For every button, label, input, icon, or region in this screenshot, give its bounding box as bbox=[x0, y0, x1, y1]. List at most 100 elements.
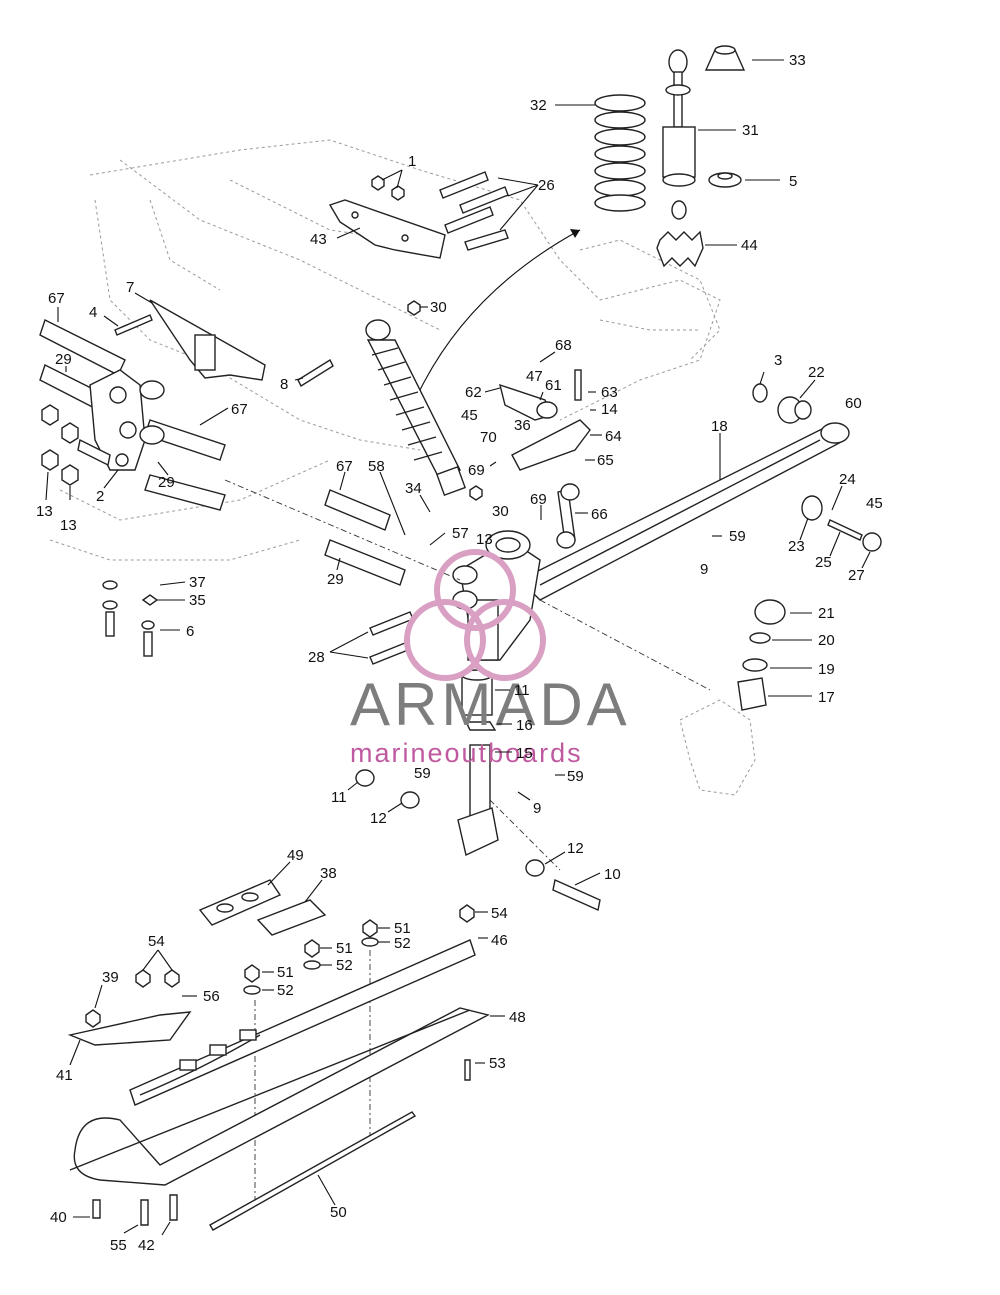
callout-4: 4 bbox=[89, 304, 97, 321]
callout-23: 23 bbox=[788, 538, 805, 555]
callout-13-c: 13 bbox=[476, 531, 493, 548]
callout-16: 16 bbox=[516, 717, 533, 734]
callout-65: 65 bbox=[597, 452, 614, 469]
callout-5: 5 bbox=[789, 173, 797, 190]
callout-59-right: 59 bbox=[567, 768, 584, 785]
callout-56: 56 bbox=[203, 988, 220, 1005]
callout-12-left: 12 bbox=[370, 810, 387, 827]
callout-67-left: 67 bbox=[48, 290, 65, 307]
callout-32: 32 bbox=[530, 97, 547, 114]
callout-46: 46 bbox=[491, 932, 508, 949]
callout-39: 39 bbox=[102, 969, 119, 986]
callout-11-upper: 11 bbox=[514, 682, 530, 699]
upper-bracket-43 bbox=[328, 199, 446, 259]
callout-54-left: 54 bbox=[148, 933, 165, 950]
callout-17: 17 bbox=[818, 689, 835, 706]
callout-26: 26 bbox=[538, 177, 555, 194]
callout-50: 50 bbox=[330, 1204, 347, 1221]
callout-67-lower: 67 bbox=[336, 458, 353, 475]
callout-9-upper: 9 bbox=[700, 561, 708, 578]
spring-seats bbox=[656, 45, 746, 268]
skid-plate-41 bbox=[67, 1011, 192, 1046]
callout-22: 22 bbox=[808, 364, 825, 381]
callout-42: 42 bbox=[138, 1237, 155, 1254]
ski-runner-50 bbox=[209, 1111, 417, 1231]
callout-40: 40 bbox=[50, 1209, 67, 1226]
callout-14: 14 bbox=[601, 401, 618, 418]
callout-44: 44 bbox=[741, 237, 758, 254]
callout-15: 15 bbox=[516, 745, 533, 762]
callout-43: 43 bbox=[310, 231, 327, 248]
callout-41: 41 bbox=[56, 1067, 73, 1084]
callout-10: 10 bbox=[604, 866, 621, 883]
callout-37: 37 bbox=[189, 574, 206, 591]
spindle-15 bbox=[457, 669, 499, 857]
callout-28: 28 bbox=[308, 649, 325, 666]
callout-35: 35 bbox=[189, 592, 206, 609]
callout-69-right: 69 bbox=[530, 491, 547, 508]
callout-13-a: 13 bbox=[36, 503, 53, 520]
callout-45-upper: 45 bbox=[461, 407, 478, 424]
callout-20: 20 bbox=[818, 632, 835, 649]
assembly-arrow bbox=[419, 229, 581, 391]
callout-9-lower: 9 bbox=[533, 800, 541, 817]
cap-parts bbox=[737, 599, 786, 711]
ski-body bbox=[69, 939, 490, 1186]
callout-11-lower: 11 bbox=[331, 789, 347, 806]
assembly-arrow-head bbox=[570, 229, 580, 238]
callout-33: 33 bbox=[789, 52, 806, 69]
callout-66: 66 bbox=[591, 506, 608, 523]
callout-8: 8 bbox=[280, 376, 288, 393]
ghost-ski-leg bbox=[679, 699, 756, 796]
callout-51-upper: 51 bbox=[394, 920, 411, 937]
callout-38: 38 bbox=[320, 865, 337, 882]
callout-27: 27 bbox=[848, 567, 865, 584]
callout-62: 62 bbox=[465, 384, 482, 401]
shock-bellows-assembly bbox=[365, 319, 466, 496]
callout-2: 2 bbox=[96, 488, 104, 505]
callout-19: 19 bbox=[818, 661, 835, 678]
callout-51-lower: 51 bbox=[277, 964, 294, 981]
pivot-plate-2 bbox=[77, 369, 165, 471]
callout-12-right: 12 bbox=[567, 840, 584, 857]
tubes-67-29 bbox=[39, 319, 406, 586]
callout-36: 36 bbox=[514, 417, 531, 434]
callout-45-right: 45 bbox=[866, 495, 883, 512]
callout-55: 55 bbox=[110, 1237, 127, 1254]
callout-31: 31 bbox=[742, 122, 759, 139]
coil-spring-32 bbox=[594, 94, 646, 212]
callout-30-upper: 30 bbox=[430, 299, 447, 316]
callout-64: 64 bbox=[605, 428, 622, 445]
callouts: 1 26 43 30 32 33 31 5 44 67 4 7 29 67 29… bbox=[36, 52, 883, 1254]
callout-54-right: 54 bbox=[491, 905, 508, 922]
callout-34: 34 bbox=[405, 480, 422, 497]
callout-53: 53 bbox=[489, 1055, 506, 1072]
callout-69-left: 69 bbox=[468, 462, 485, 479]
bolt-8 bbox=[297, 358, 334, 388]
callout-3: 3 bbox=[774, 352, 782, 369]
right-bushings bbox=[752, 383, 882, 552]
callout-18: 18 bbox=[711, 418, 728, 435]
callout-60: 60 bbox=[845, 395, 862, 412]
ski-hardware bbox=[85, 904, 475, 1226]
callout-1: 1 bbox=[408, 153, 416, 170]
callout-24: 24 bbox=[839, 471, 856, 488]
watermark-tagline: marineoutboards bbox=[350, 738, 583, 768]
callout-52-upper: 52 bbox=[394, 935, 411, 952]
callout-59-left: 59 bbox=[414, 765, 431, 782]
callout-67-mid: 67 bbox=[231, 401, 248, 418]
bolts-26 bbox=[439, 171, 509, 251]
callout-13-b: 13 bbox=[60, 517, 77, 534]
ski-pads bbox=[198, 879, 327, 936]
steering-linkage bbox=[499, 369, 591, 549]
callout-29-lower: 29 bbox=[327, 571, 344, 588]
bolts-28-10 bbox=[355, 611, 601, 911]
nuts-13 bbox=[41, 404, 79, 486]
callout-49: 49 bbox=[287, 847, 304, 864]
callout-68: 68 bbox=[555, 337, 572, 354]
callout-70: 70 bbox=[480, 429, 497, 446]
washers-bolts-left bbox=[102, 580, 159, 657]
callout-63: 63 bbox=[601, 384, 618, 401]
watermark-brand: ARMADA bbox=[350, 671, 631, 738]
callout-47: 47 bbox=[526, 368, 543, 385]
